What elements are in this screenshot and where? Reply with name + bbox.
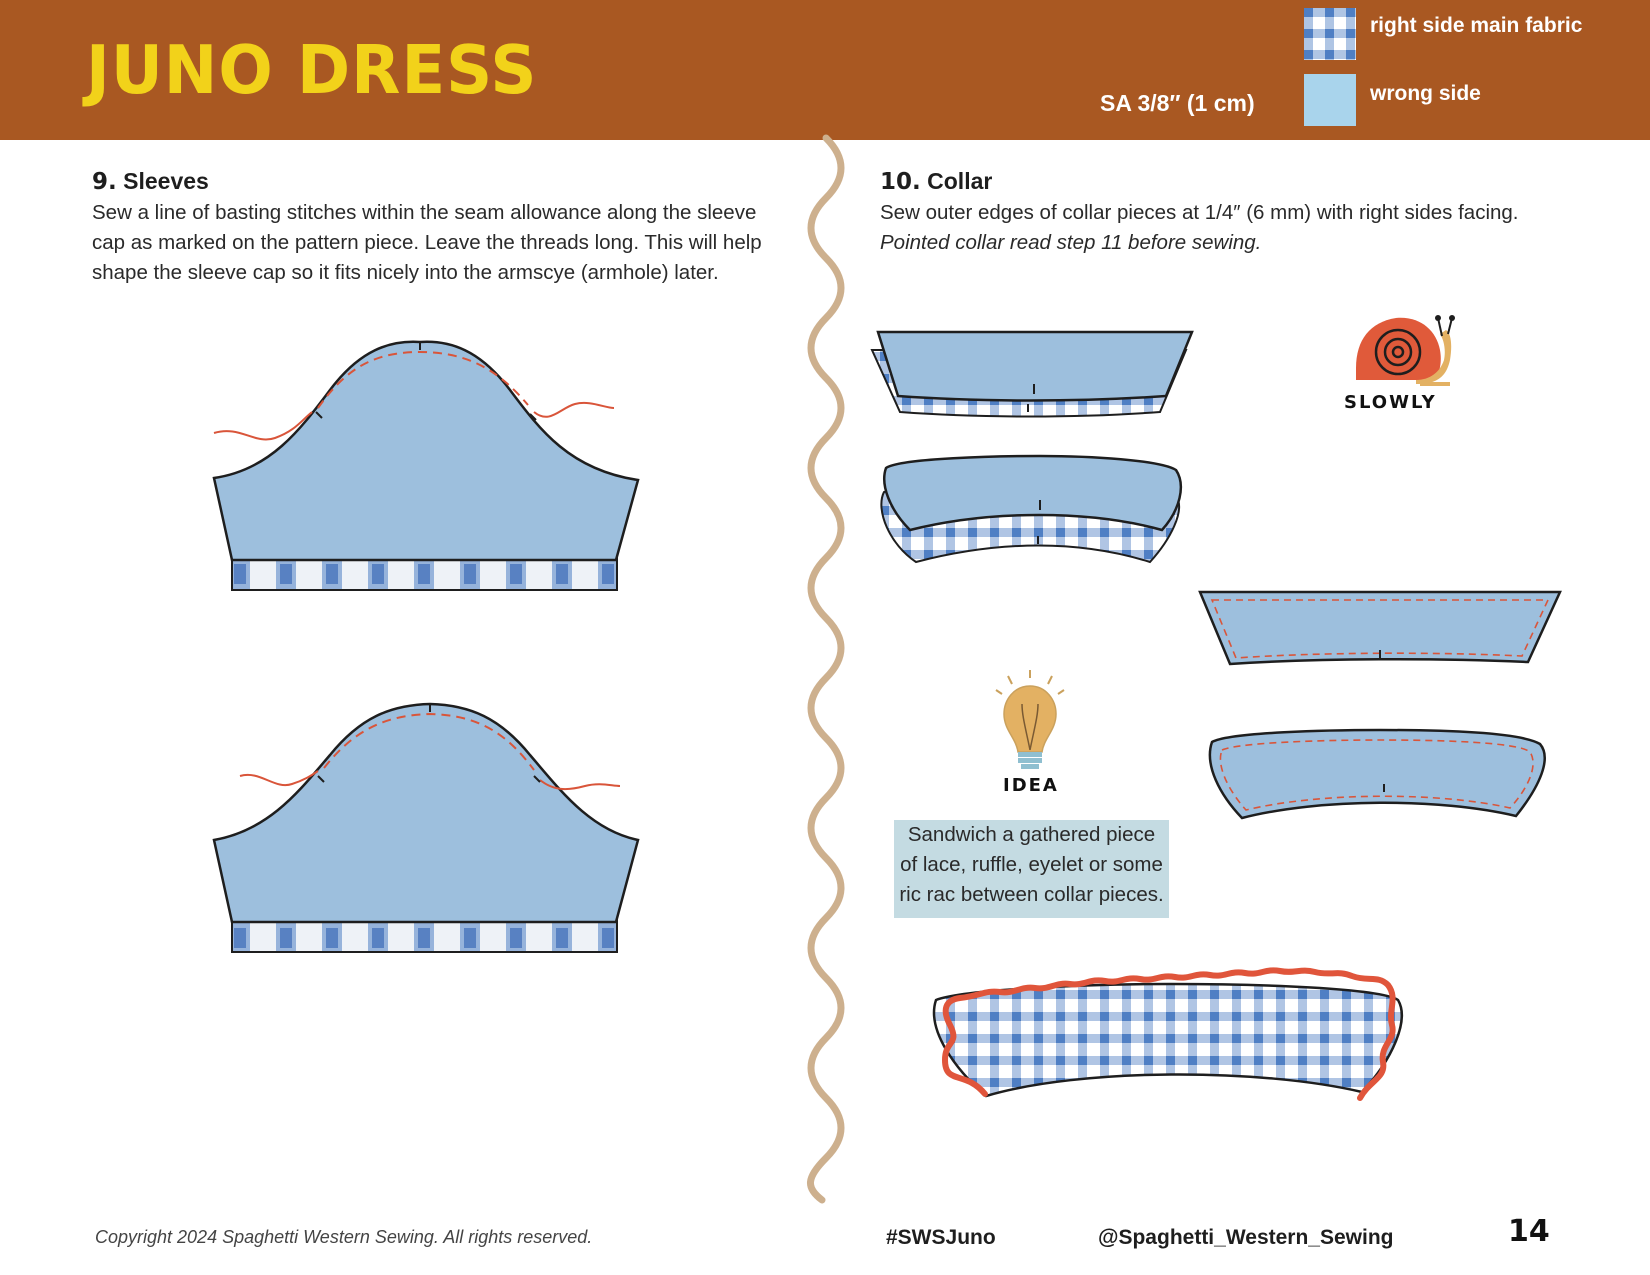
pointed-collar-stitched bbox=[1198, 590, 1562, 666]
step-9-number: 9. bbox=[92, 169, 117, 195]
tip-line: Sandwich a gathered piece bbox=[907, 823, 1156, 846]
social-handle-text: @Spaghetti_Western_Sewing bbox=[1098, 1226, 1394, 1249]
copyright-text: Copyright 2024 Spaghetti Western Sewing.… bbox=[95, 1227, 593, 1247]
step-9-heading: 9. Sleeves bbox=[92, 168, 209, 195]
step-9-line: cap as marked on the pattern piece. Leav… bbox=[92, 231, 762, 254]
step-9-title: Sleeves bbox=[123, 168, 209, 194]
tip-box: Sandwich a gathered piece of lace, ruffl… bbox=[894, 820, 1169, 918]
page-number: 14 bbox=[1508, 1214, 1550, 1249]
step-9-instructions: Sew a line of basting stitches within th… bbox=[92, 198, 762, 288]
collar-with-ricrac bbox=[932, 967, 1403, 1101]
seam-allowance-label: SA 3/8″ (1 cm) bbox=[1100, 90, 1255, 116]
step-10-title: Collar bbox=[927, 168, 993, 194]
idea-label: IDEA bbox=[1003, 775, 1059, 796]
tip-line: ric rac between collar pieces. bbox=[899, 883, 1164, 906]
step-9-line: shape the sleeve cap so it fits nicely i… bbox=[92, 261, 719, 284]
step-9-line: Sew a line of basting stitches within th… bbox=[92, 201, 757, 224]
sleeve-illustration-1 bbox=[212, 340, 640, 591]
legend-right-side-label: right side main fabric bbox=[1370, 14, 1583, 37]
hashtag-text: #SWSJuno bbox=[886, 1226, 996, 1249]
legend-wrong-side-label: wrong side bbox=[1370, 82, 1481, 105]
sleeve-illustration-2 bbox=[212, 702, 640, 953]
gingham-swatch-icon bbox=[1304, 8, 1356, 60]
wavy-divider bbox=[807, 134, 845, 1204]
step-10-number: 10. bbox=[880, 169, 921, 195]
page-title: JUNO DRESS bbox=[86, 32, 538, 110]
slowly-label: SLOWLY bbox=[1344, 392, 1437, 413]
step-10-line: Sew outer edges of collar pieces at 1/4″… bbox=[880, 201, 1519, 224]
step-10-note: Pointed collar read step 11 before sewin… bbox=[880, 231, 1262, 254]
rounded-collar-stitched bbox=[1208, 728, 1546, 820]
header-bar: JUNO DRESS SA 3/8″ (1 cm) right side mai… bbox=[0, 0, 1650, 140]
snail-icon bbox=[1356, 315, 1455, 386]
wrong-side-swatch bbox=[1304, 74, 1356, 126]
step-10-instructions: Sew outer edges of collar pieces at 1/4″… bbox=[880, 198, 1519, 258]
pointed-collar-stacked bbox=[870, 330, 1194, 418]
tip-line: of lace, ruffle, eyelet or some bbox=[900, 853, 1163, 876]
step-10-heading: 10. Collar bbox=[880, 168, 992, 195]
rounded-collar-stacked bbox=[880, 454, 1183, 564]
lightbulb-icon bbox=[995, 670, 1065, 769]
